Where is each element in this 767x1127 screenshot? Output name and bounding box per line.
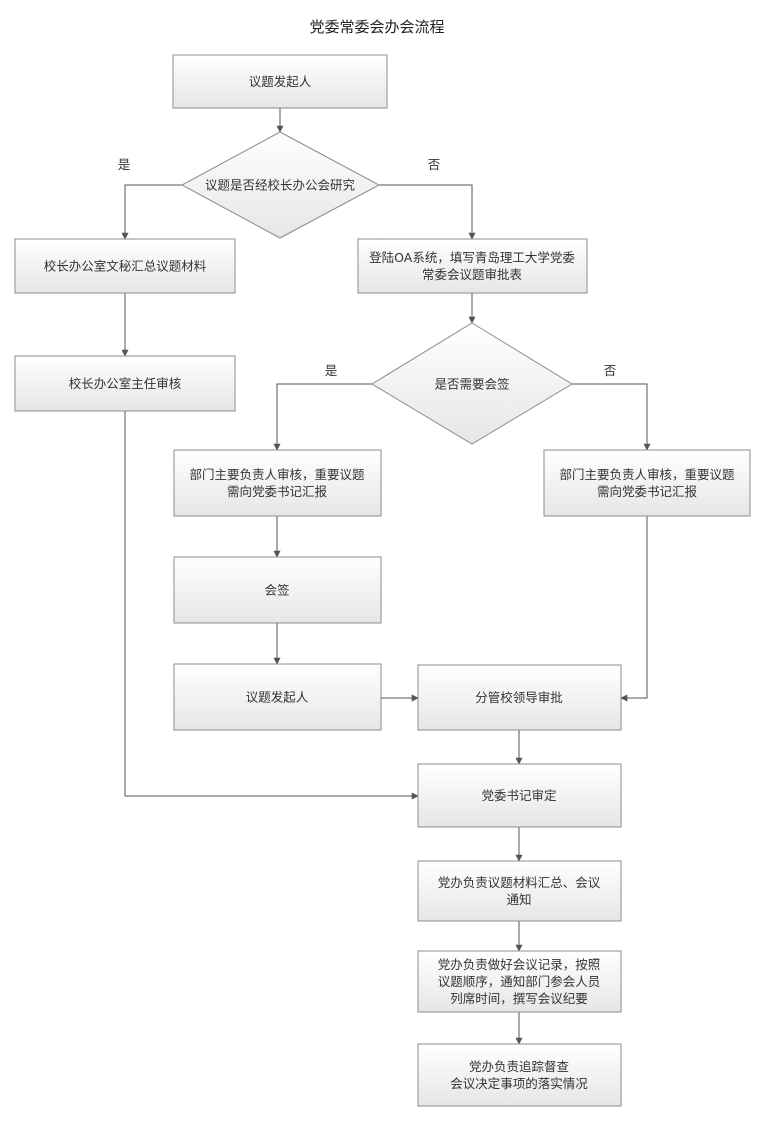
- node-text-line: 会议决定事项的落实情况: [450, 1076, 588, 1091]
- process-box-dept-head-review-left: 部门主要负责人审核，重要议题需向党委书记汇报: [173, 449, 382, 517]
- page-title: 党委常委会办会流程: [309, 18, 444, 36]
- node-text-line: 需向党委书记汇报: [597, 484, 698, 499]
- node-text-line: 通知: [506, 892, 531, 907]
- svg-text:部门主要负责人审核，重要议题需向党委书记汇报: 部门主要负责人审核，重要议题需向党委书记汇报: [559, 467, 735, 499]
- node-text-line: 需向党委书记汇报: [227, 484, 328, 499]
- node-text-line: 部门主要负责人审核，重要议题: [559, 467, 735, 482]
- svg-text:党办负责做好会议记录，按照议题顺序，通知部门参会人员列席时间: 党办负责做好会议记录，按照议题顺序，通知部门参会人员列席时间，撰写会议纪要: [438, 957, 601, 1006]
- edge-n6-n9: [620, 516, 648, 702]
- node-text-line: 党办负责追踪督查: [469, 1059, 570, 1074]
- branch-label-yes: 是: [118, 157, 131, 172]
- svg-text:是否需要会签: 是否需要会签: [434, 377, 510, 392]
- edge-n3-n10: [124, 411, 419, 800]
- svg-text:议题是否经校长办公会研究: 议题是否经校长办公会研究: [205, 178, 356, 193]
- process-box-office-director-review: 校长办公室主任审核: [14, 355, 236, 412]
- svg-text:校长办公室主任审核: 校长办公室主任审核: [69, 376, 182, 391]
- node-text-line: 党委书记审定: [481, 788, 556, 803]
- node-text-line: 会签: [264, 583, 290, 598]
- node-text-line: 登陆OA系统，填写青岛理工大学党委: [369, 250, 575, 265]
- node-text-line: 议题发起人: [246, 690, 309, 705]
- decision-diamond-president-meeting: 议题是否经校长办公会研究: [180, 131, 381, 239]
- node-text-line: 党办负责议题材料汇总、会议: [438, 875, 601, 890]
- process-box-vice-president-approval: 分管校领导审批: [417, 664, 622, 731]
- node-text-line: 校长办公室文秘汇总议题材料: [44, 259, 207, 274]
- node-text-line: 校长办公室主任审核: [69, 376, 182, 391]
- node-text-line: 列席时间，撰写会议纪要: [450, 991, 588, 1006]
- process-box-party-secretary-decision: 党委书记审定: [417, 763, 622, 828]
- svg-text:党办负责议题材料汇总、会议通知: 党办负责议题材料汇总、会议通知: [438, 875, 601, 907]
- node-text-line: 党办负责做好会议记录，按照: [438, 957, 601, 972]
- node-text-line: 是否需要会签: [434, 377, 510, 392]
- process-box-secretary-collect: 校长办公室文秘汇总议题材料: [14, 238, 236, 294]
- process-box-dept-head-review-right: 部门主要负责人审核，重要议题需向党委书记汇报: [543, 449, 751, 517]
- svg-text:会签: 会签: [264, 583, 290, 598]
- node-text-line: 议题顺序，通知部门参会人员: [438, 974, 601, 989]
- flow-connectors: [121, 108, 651, 1045]
- svg-text:登陆OA系统，填写青岛理工大学党委常委会议题审批表: 登陆OA系统，填写青岛理工大学党委常委会议题审批表: [369, 250, 575, 282]
- node-text-line: 议题发起人: [249, 74, 312, 89]
- process-box-initiator: 议题发起人: [172, 54, 388, 109]
- branch-label-no: 否: [604, 363, 617, 378]
- node-text-line: 分管校领导审批: [475, 690, 563, 705]
- process-box-countersign: 会签: [173, 556, 382, 624]
- process-box-materials-notice: 党办负责议题材料汇总、会议通知: [417, 860, 622, 922]
- node-text-line: 议题是否经校长办公会研究: [205, 178, 356, 193]
- edge-d1-n4-no: [379, 184, 476, 240]
- process-box-meeting-minutes: 党办负责做好会议记录，按照议题顺序，通知部门参会人员列席时间，撰写会议纪要: [417, 950, 622, 1013]
- branch-label-no: 否: [428, 157, 441, 172]
- svg-text:党委书记审定: 党委书记审定: [481, 788, 556, 803]
- svg-text:议题发起人: 议题发起人: [249, 74, 312, 89]
- svg-text:部门主要负责人审核，重要议题需向党委书记汇报: 部门主要负责人审核，重要议题需向党委书记汇报: [189, 467, 365, 499]
- svg-text:校长办公室文秘汇总议题材料: 校长办公室文秘汇总议题材料: [44, 259, 207, 274]
- svg-text:党办负责追踪督查会议决定事项的落实情况: 党办负责追踪督查会议决定事项的落实情况: [450, 1059, 588, 1091]
- node-text-line: 常委会议题审批表: [422, 267, 523, 282]
- edge-d2-n6-no: [572, 383, 651, 451]
- process-box-oa-form: 登陆OA系统，填写青岛理工大学党委常委会议题审批表: [357, 238, 588, 294]
- edge-d2-n5-yes: [273, 383, 372, 451]
- svg-text:分管校领导审批: 分管校领导审批: [475, 690, 563, 705]
- edge-d1-n2-yes: [121, 184, 182, 240]
- svg-text:议题发起人: 议题发起人: [246, 690, 309, 705]
- decision-diamond-countersign: 是否需要会签: [371, 322, 573, 445]
- node-text-line: 部门主要负责人审核，重要议题: [189, 467, 365, 482]
- process-box-follow-up: 党办负责追踪督查会议决定事项的落实情况: [417, 1043, 622, 1107]
- process-box-initiator-second: 议题发起人: [173, 663, 382, 731]
- branch-label-yes: 是: [325, 363, 338, 378]
